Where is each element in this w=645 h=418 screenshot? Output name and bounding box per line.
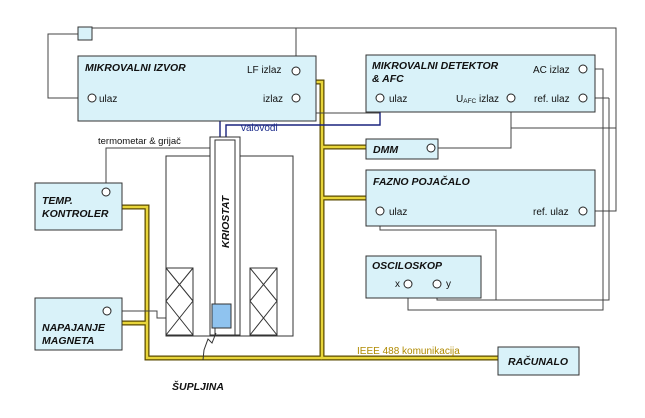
magnet-title-line2: MAGNETA [42, 335, 94, 347]
lockin-title: FAZNO POJAČALO [373, 175, 470, 188]
cavity [211, 303, 232, 329]
source-input-label: ulaz [99, 94, 117, 105]
detector-ref-input-label: ref. ulaz [534, 94, 570, 105]
microwave-source-block: MIKROVALNI IZVOR LF izlaz izlaz ulaz [77, 55, 317, 122]
magnet-supply-block: NAPAJANJE MAGNETA [34, 297, 123, 351]
source-output-label: izlaz [263, 94, 283, 105]
dmm-input-port[interactable] [426, 143, 436, 153]
ac-output-label: AC izlaz [533, 65, 570, 76]
junction-box [77, 26, 93, 41]
computer-block: RAČUNALO [497, 346, 580, 376]
magnet-output-port[interactable] [102, 306, 112, 316]
source-output-port[interactable] [291, 93, 301, 103]
detector-ref-input-port[interactable] [578, 93, 588, 103]
lf-output-port[interactable] [291, 66, 301, 76]
bus-label: IEEE 488 komunikacija [357, 346, 460, 357]
afc-output-label: UAFC izlaz [456, 94, 499, 105]
magnet-title-line1: NAPAJANJE [42, 322, 106, 334]
osc-x-label: x [395, 279, 400, 290]
computer-title: RAČUNALO [508, 355, 568, 368]
osc-y-label: y [446, 279, 451, 290]
lf-output-label: LF izlaz [247, 65, 281, 76]
source-input-port[interactable] [87, 93, 97, 103]
cryostat-inner [214, 139, 236, 336]
signal-wires [47, 27, 617, 319]
magnet-assembly [165, 136, 294, 361]
microwave-source-title: MIKROVALNI IZVOR [85, 62, 186, 74]
temp-controller-block: TEMP. KONTROLER [34, 182, 123, 231]
dmm-title: DMM [373, 144, 398, 156]
microwave-detector-block: MIKROVALNI DETEKTOR & AFC AC izlaz ulaz … [365, 54, 596, 113]
waveguides-label: valovodi [241, 123, 278, 134]
osc-y-port[interactable] [432, 279, 442, 289]
lockin-ref-input-label: ref. ulaz [533, 207, 569, 218]
magnet-coil-right [249, 267, 278, 336]
detector-input-port[interactable] [375, 93, 385, 103]
lockin-input-label: ulaz [389, 207, 407, 218]
magnet-coil-left [165, 267, 194, 336]
lockin-ref-input-port[interactable] [578, 206, 588, 216]
lockin-block: FAZNO POJAČALO ulaz ref. ulaz [365, 169, 596, 227]
osc-x-port[interactable] [403, 279, 413, 289]
temp-title-line2: KONTROLER [42, 208, 109, 220]
lockin-input-port[interactable] [375, 206, 385, 216]
detector-title-line1: MIKROVALNI DETEKTOR [372, 60, 499, 72]
ac-output-port[interactable] [578, 64, 588, 74]
oscilloscope-title: OSCILOSKOP [372, 260, 443, 272]
detector-input-label: ulaz [389, 94, 407, 105]
temp-sensor-port[interactable] [101, 187, 111, 197]
cavity-label: ŠUPLJINA [172, 380, 224, 393]
oscilloscope-block: OSCILOSKOP x y [365, 255, 482, 299]
dmm-block: DMM [365, 138, 439, 160]
thermometer-label: termometar & grijač [98, 136, 181, 147]
cryostat-label: KRIOSTAT [220, 194, 232, 248]
detector-title-line2: & AFC [372, 73, 404, 85]
temp-title-line1: TEMP. [42, 195, 73, 207]
afc-output-port[interactable] [506, 93, 516, 103]
